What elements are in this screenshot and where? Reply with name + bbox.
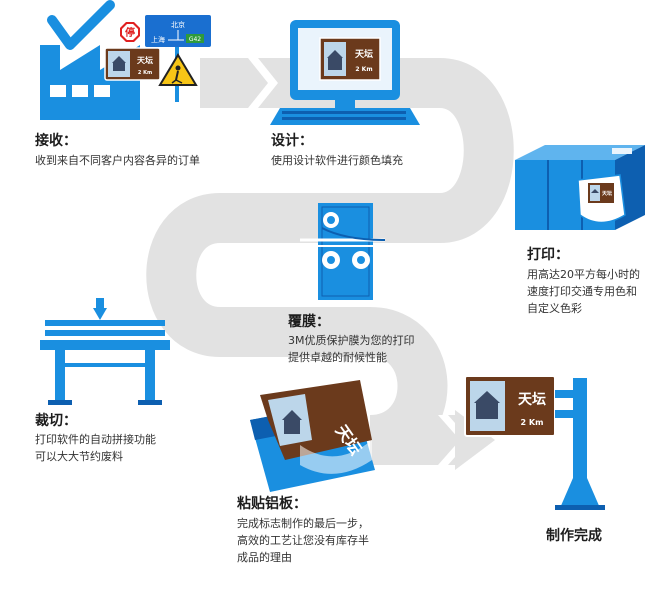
step-title-design: 设计： xyxy=(271,133,313,149)
small-sign-name: 天坛 xyxy=(137,55,153,65)
step-title-mount: 粘贴铝板： xyxy=(237,496,307,512)
step-title-receive: 接收： xyxy=(35,133,77,149)
stop-sign-icon: 停 xyxy=(120,22,140,42)
step-title-done: 制作完成 xyxy=(546,528,602,544)
design-sign-name: 天坛 xyxy=(355,48,373,60)
step-desc-design: 使用设计软件进行颜色填充 xyxy=(271,154,403,167)
computer-icon: 天坛 2 Km xyxy=(270,20,420,125)
finished-sign-distance: 2 Km xyxy=(521,418,544,427)
warning-sign-icon xyxy=(158,53,198,86)
direction-north-label: 北京 xyxy=(171,20,185,29)
finished-sign-icon: 天坛 2 Km xyxy=(464,375,605,510)
finished-sign-name: 天坛 xyxy=(518,391,546,408)
step-title-laminate: 覆膜： xyxy=(288,314,330,330)
step-desc-laminate: 3M优质保护膜为您的打印 提供卓越的耐候性能 xyxy=(288,334,415,364)
process-path xyxy=(146,58,514,465)
laminator-icon xyxy=(300,203,386,300)
small-sign-distance: 2 Km xyxy=(138,70,152,76)
step-desc-receive: 收到来自不同客户内容各异的订单 xyxy=(35,154,200,167)
cutting-table-icon xyxy=(40,298,170,405)
print-sign-name: 天坛 xyxy=(602,190,612,197)
design-sign-distance: 2 Km xyxy=(355,66,372,73)
step-desc-cut: 打印软件的自动拼接功能 可以大大节约废料 xyxy=(35,433,156,463)
route-number-label: G42 xyxy=(189,36,201,43)
direction-west-label: 上海 xyxy=(151,35,165,44)
printer-icon: 天坛 xyxy=(515,145,645,230)
step-desc-print: 用高达20平方每小时的 速度打印交通专用色和 自定义色彩 xyxy=(527,268,640,315)
stop-sign-text: 停 xyxy=(125,26,135,39)
step-desc-mount: 完成标志制作的最后一步， 高效的工艺让您没有库存半 成品的理由 xyxy=(237,517,369,564)
step-title-cut: 裁切： xyxy=(35,413,77,429)
landmark-sign-small: 天坛 2 Km xyxy=(104,47,161,81)
aluminum-plate-icon: 天坛 xyxy=(250,380,375,492)
checkmark-icon xyxy=(47,0,115,50)
step-title-print: 打印： xyxy=(527,247,569,263)
